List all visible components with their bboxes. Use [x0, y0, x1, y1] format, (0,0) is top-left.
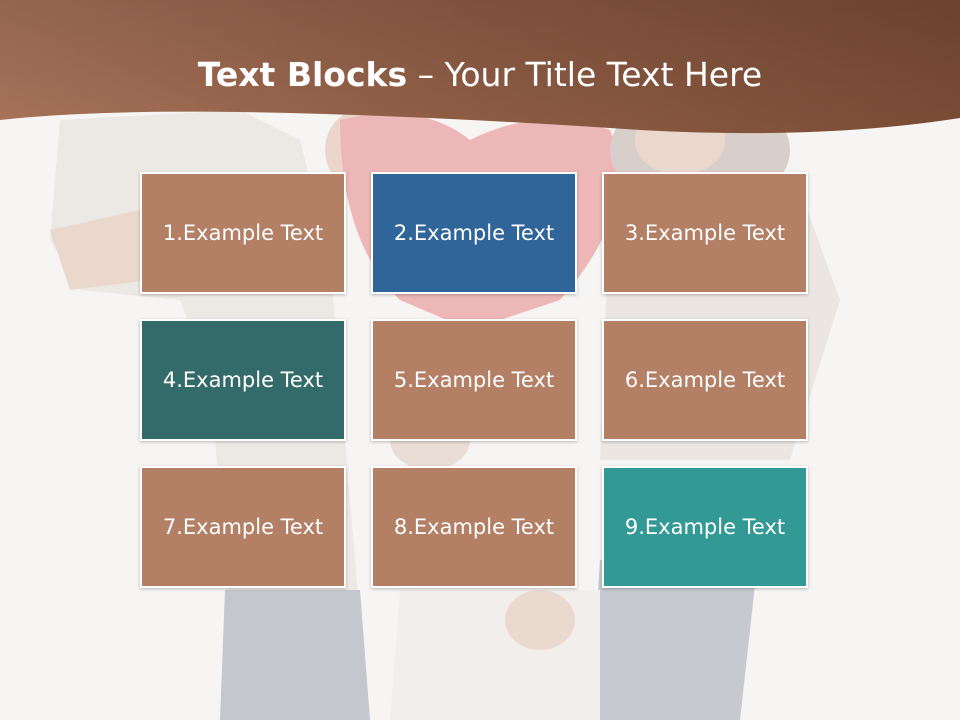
- title-bold: Text Blocks: [197, 55, 408, 94]
- text-block-8[interactable]: 8.Example Text: [371, 466, 577, 588]
- text-block-7[interactable]: 7.Example Text: [140, 466, 346, 588]
- text-block-2[interactable]: 2.Example Text: [371, 172, 577, 294]
- text-block-5[interactable]: 5.Example Text: [371, 319, 577, 441]
- text-block-3[interactable]: 3.Example Text: [602, 172, 808, 294]
- slide-title: Text Blocks – Your Title Text Here: [0, 52, 960, 98]
- text-block-9[interactable]: 9.Example Text: [602, 466, 808, 588]
- text-block-1[interactable]: 1.Example Text: [140, 172, 346, 294]
- title-rest: – Your Title Text Here: [407, 55, 763, 94]
- text-block-6[interactable]: 6.Example Text: [602, 319, 808, 441]
- header-band: [0, 0, 960, 134]
- text-block-4[interactable]: 4.Example Text: [140, 319, 346, 441]
